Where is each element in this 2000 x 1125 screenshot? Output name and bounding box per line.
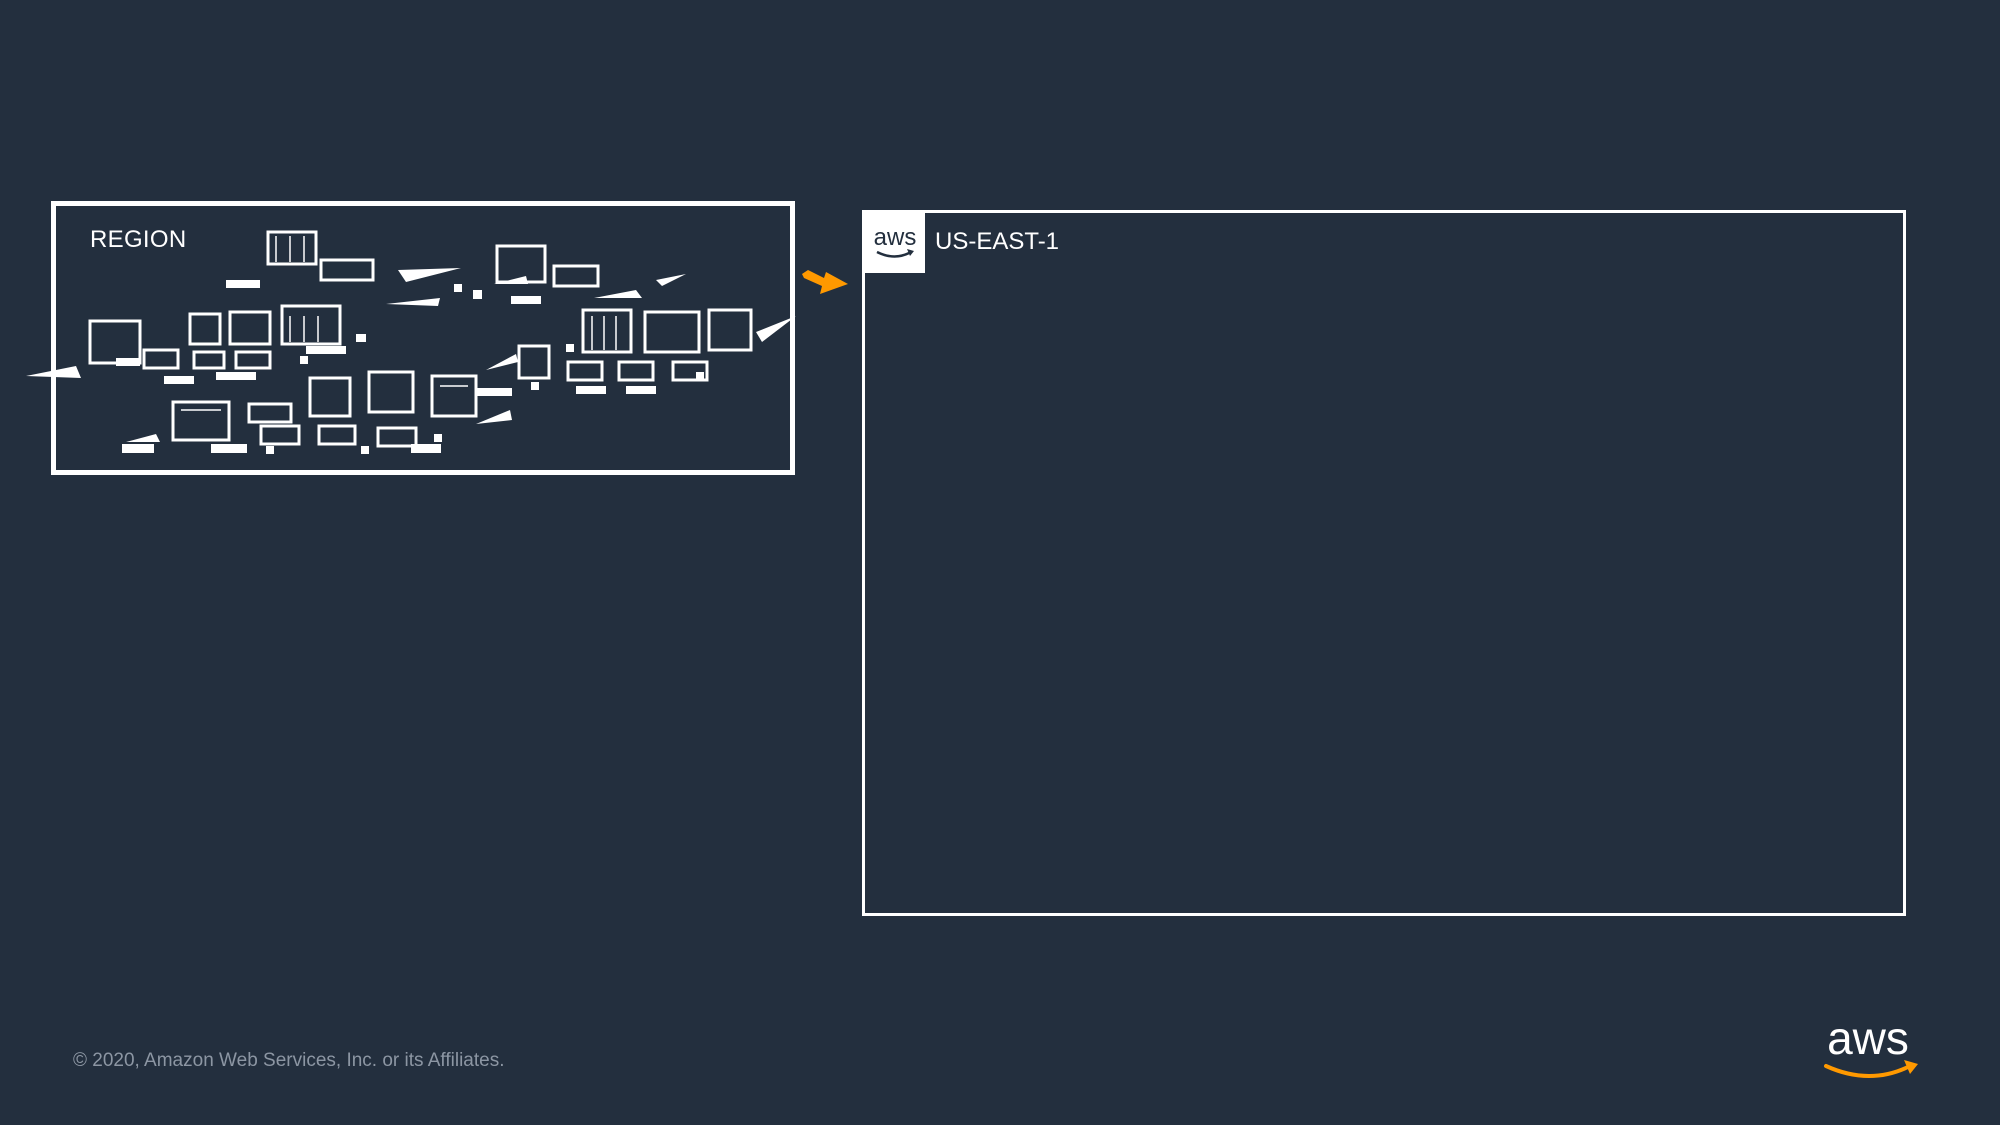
copyright-footer: © 2020, Amazon Web Services, Inc. or its… — [73, 1050, 505, 1071]
arrow-right-icon — [802, 270, 848, 294]
aws-badge: aws — [865, 213, 925, 273]
target-region-box: aws US-EAST-1 — [862, 210, 1906, 916]
target-region-label: US-EAST-1 — [935, 228, 1060, 255]
svg-text:aws: aws — [874, 224, 917, 251]
brand-logo-text: aws — [1827, 1018, 1909, 1064]
aws-logo-icon: aws — [1824, 1018, 1918, 1078]
scattered-datacenter-buildings-icon — [26, 230, 796, 454]
aws-logo-icon: aws — [874, 224, 917, 258]
region-box: REGION — [26, 201, 796, 475]
region-label: REGION — [90, 226, 187, 253]
